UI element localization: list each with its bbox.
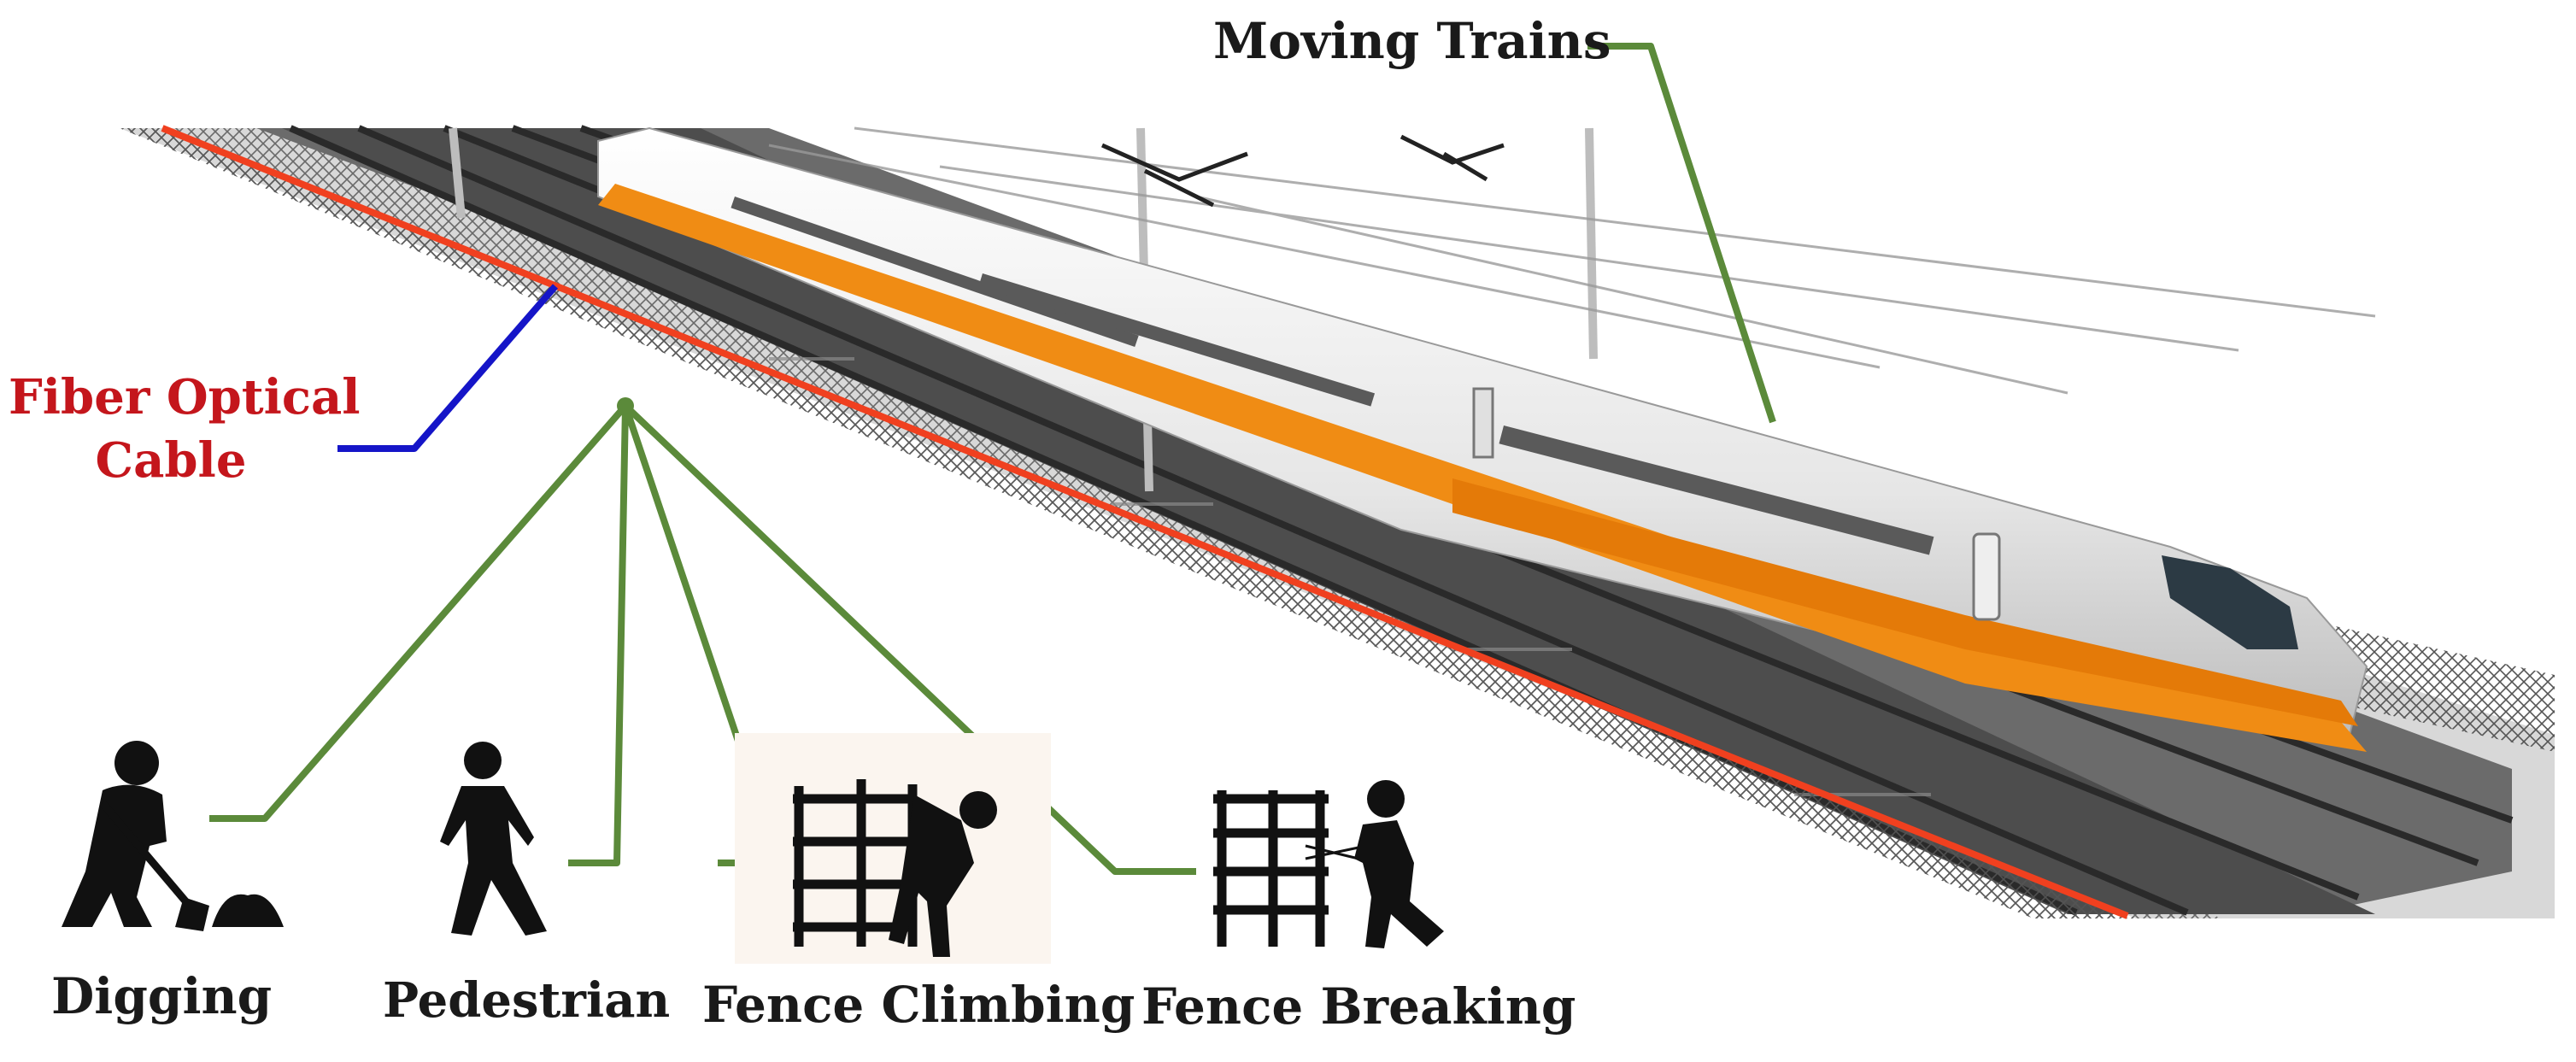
moving-trains-label: Moving Trains bbox=[1213, 12, 1611, 70]
moving-train bbox=[597, 126, 2368, 752]
digging-person-icon bbox=[62, 741, 284, 931]
fence-climbing-icon bbox=[735, 733, 1051, 964]
fence-breaking-label: Fence Breaking bbox=[1141, 977, 1576, 1036]
pole-brackets bbox=[1100, 134, 1505, 208]
fiber-label-line2: Cable bbox=[95, 432, 247, 489]
digging-label: Digging bbox=[51, 967, 273, 1025]
pedestrian-label: Pedestrian bbox=[383, 972, 671, 1029]
fiber-optic-cable bbox=[161, 125, 2129, 919]
fence-breaking-icon bbox=[1213, 780, 1444, 948]
overhead-wires bbox=[768, 126, 2376, 395]
fiber-optical-cable-label: Fiber Optical Cable bbox=[9, 366, 361, 492]
fence-climbing-label: Fence Climbing bbox=[702, 976, 1135, 1034]
pedestrian-icon bbox=[440, 742, 547, 936]
fiber-label-line1: Fiber Optical bbox=[9, 369, 361, 425]
train-windows bbox=[731, 196, 1934, 555]
